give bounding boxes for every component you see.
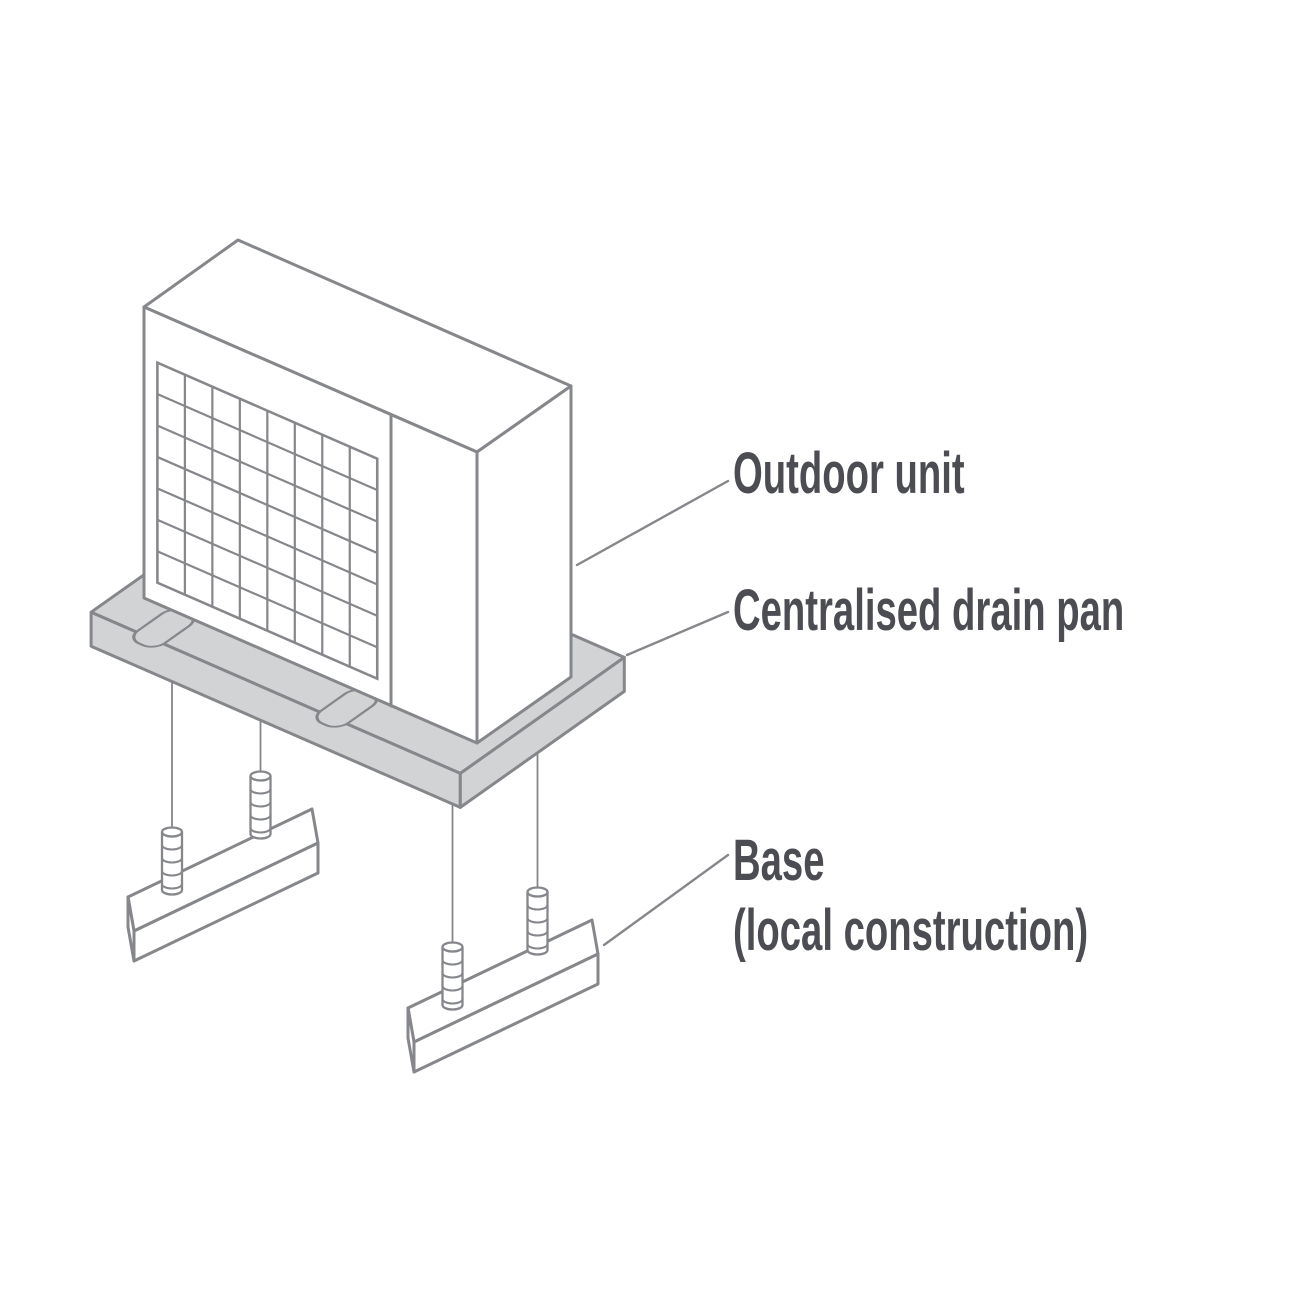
leader-lines (575, 479, 730, 947)
fan-grille (156, 360, 379, 681)
label-outdoor-unit: Outdoor unit (733, 442, 965, 506)
label-drain-pan: Centralised drain pan (733, 579, 1124, 643)
labels: Outdoor unit Centralised drain pan Base … (733, 442, 1124, 963)
leader-base (602, 853, 730, 947)
label-base-line2: (local construction) (733, 899, 1088, 963)
outdoor-unit (142, 238, 573, 745)
anchor-bolt-1 (160, 826, 184, 896)
drain-pan-right-end-face (458, 655, 626, 809)
base-rail-right (406, 918, 600, 1074)
base-rail-left (126, 807, 320, 963)
anchor-bolt-2 (249, 770, 272, 840)
leader-drain-pan (625, 610, 730, 657)
label-base-line1: Base (733, 829, 824, 893)
anchor-bolt-4 (526, 886, 549, 956)
anchor-bolt-3 (441, 941, 464, 1011)
leader-outdoor-unit (575, 479, 730, 567)
outdoor-unit-right-face (475, 384, 573, 745)
anchor-bolt-axis-lines (171, 681, 539, 948)
